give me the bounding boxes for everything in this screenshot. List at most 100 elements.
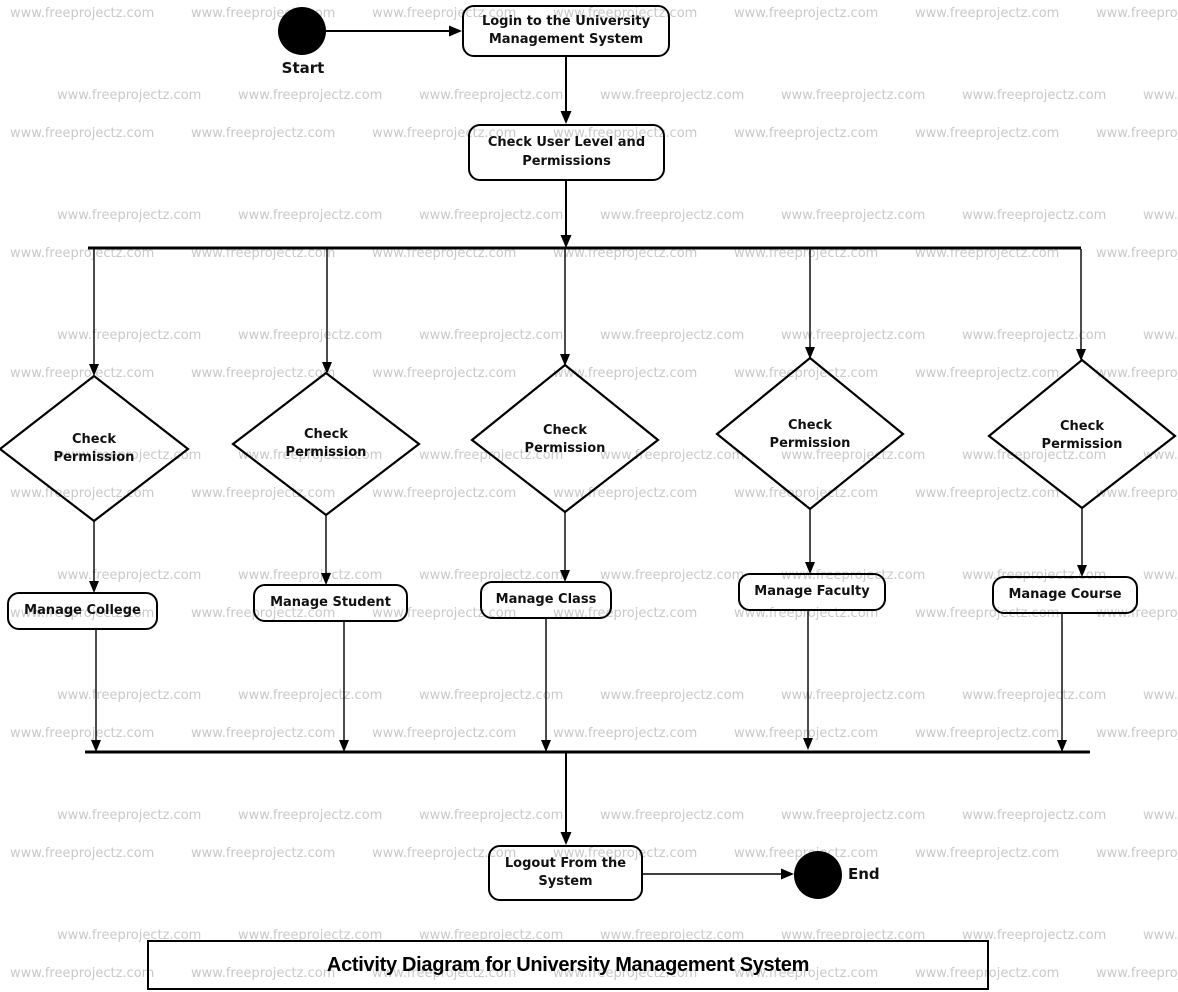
watermark-text: www.freeprojectz.com [419, 928, 564, 943]
watermark-text: www.freeprojectz.com [1096, 126, 1178, 141]
activity-login: Login to the University Management Syste… [462, 5, 670, 57]
watermark-text: www.freeprojectz.com [419, 208, 564, 223]
watermark-text: www.freeprojectz.com [1096, 726, 1178, 741]
watermark-text: www.freeprojectz.com [962, 448, 1107, 463]
watermark-text: www.freeprojectz.com [238, 328, 383, 343]
watermark-text: www.freeprojectz.com [238, 568, 383, 583]
watermark-text: www.freeprojectz.com [238, 808, 383, 823]
watermark-text: www.freeprojectz.com [734, 726, 879, 741]
watermark-text: www.freeprojectz.com [419, 688, 564, 703]
watermark-text: www.freeprojectz.com [372, 246, 517, 261]
watermark-text: www.freeprojectz.com [1096, 6, 1178, 21]
watermark-text: www.freeprojectz.com [57, 448, 202, 463]
activity-manage-faculty-label: Manage Faculty [754, 583, 870, 599]
decision-label-4: Check Permission [769, 418, 851, 451]
watermark-text: www.freeprojectz.com [191, 846, 336, 861]
activity-manage-college: Manage College [7, 592, 158, 630]
watermark-text: www.freeprojectz.com [600, 688, 745, 703]
watermark-text: www.freeprojectz.com [915, 726, 1060, 741]
watermark-text: www.freeprojectz.com [553, 726, 698, 741]
activity-logout: Logout From the System [488, 845, 643, 901]
watermark-text: www.freeprojectz.com [10, 486, 155, 501]
arrowheads [89, 25, 1087, 880]
watermark-text: www.freeprojectz.com [57, 808, 202, 823]
watermark-text: www.freeprojectz.com [734, 6, 879, 21]
watermark-text: www.freeprojectz.com [238, 448, 383, 463]
watermark-text: www.freeprojectz.com [781, 808, 926, 823]
watermark-text: www.freeprojectz.com [419, 568, 564, 583]
activity-check-user-level: Check User Level and Permissions [468, 124, 665, 181]
watermark-text: www.freeprojectz.com [419, 88, 564, 103]
activity-manage-course: Manage Course [992, 576, 1138, 614]
watermark-text: www.freeprojectz.com [915, 846, 1060, 861]
watermark-text: www.freeprojectz.com [372, 966, 517, 981]
decision-label-3: Check Permission [524, 423, 606, 456]
watermark-text: www.freeprojectz.com [10, 726, 155, 741]
watermark-text: www.freeprojectz.com [734, 126, 879, 141]
watermark-text: www.freeprojectz.com [10, 606, 155, 621]
end-node [794, 851, 842, 899]
watermark-text: www.freeprojectz.com [962, 808, 1107, 823]
end-label: End [848, 865, 880, 883]
activity-manage-faculty: Manage Faculty [738, 573, 886, 611]
watermark-text: www.freeprojectz.com [57, 208, 202, 223]
watermark-text: www.freeprojectz.com [57, 928, 202, 943]
watermark-text: www.freeprojectz.com [915, 486, 1060, 501]
watermark-text: www.freeprojectz.com [372, 126, 517, 141]
watermark-text: www.freeprojectz.com [781, 328, 926, 343]
watermark-text: www.freeprojectz.com [781, 928, 926, 943]
watermark-text: www.freeprojectz.com [191, 726, 336, 741]
watermark-text: www.freeprojectz.com [191, 966, 336, 981]
watermark-text: www.freeprojectz.com [1096, 966, 1178, 981]
decision-label-1: Check Permission [53, 432, 135, 465]
watermark-text: www.freeprojectz.com [781, 688, 926, 703]
watermark-text: www.freeprojectz.com [962, 328, 1107, 343]
watermark-text: www.freeprojectz.com [600, 928, 745, 943]
watermark-text: www.freeprojectz.com [734, 966, 879, 981]
watermark-text: www.freeprojectz.com [553, 966, 698, 981]
watermark-text: www.freeprojectz.com [734, 486, 879, 501]
activity-check-user-level-label: Check User Level and Permissions [487, 135, 646, 169]
watermark-text: www.freeprojectz.com [1143, 88, 1178, 103]
watermark-text: www.freeprojectz.com [962, 688, 1107, 703]
watermark-text: www.freeprojectz.com [600, 808, 745, 823]
watermark-text: www.freeprojectz.com [734, 366, 879, 381]
watermark-text: www.freeprojectz.com [1096, 486, 1178, 501]
watermark-text: www.freeprojectz.com [553, 246, 698, 261]
watermark-text: www.freeprojectz.com [10, 966, 155, 981]
watermark-text: www.freeprojectz.com [1143, 808, 1178, 823]
watermark-text: www.freeprojectz.com [191, 246, 336, 261]
watermark-text: www.freeprojectz.com [10, 246, 155, 261]
watermark-text: www.freeprojectz.com [57, 688, 202, 703]
watermark-text: www.freeprojectz.com [1143, 448, 1178, 463]
watermark-text: www.freeprojectz.com [57, 328, 202, 343]
activity-login-label: Login to the University Management Syste… [481, 13, 651, 47]
watermark-text: www.freeprojectz.com [419, 328, 564, 343]
watermark-text: www.freeprojectz.com [915, 126, 1060, 141]
watermark-text: www.freeprojectz.com [1096, 846, 1178, 861]
start-label: Start [281, 59, 325, 77]
watermark-text: www.freeprojectz.com [781, 88, 926, 103]
activity-manage-college-label: Manage College [24, 602, 141, 618]
watermark-text: www.freeprojectz.com [1143, 688, 1178, 703]
watermark-text: www.freeprojectz.com [962, 928, 1107, 943]
watermark-text: www.freeprojectz.com [1143, 568, 1178, 583]
watermark-text: www.freeprojectz.com [191, 126, 336, 141]
diagram-title: Activity Diagram for University Manageme… [326, 953, 810, 976]
watermark-text: www.freeprojectz.com [372, 486, 517, 501]
watermark-text: www.freeprojectz.com [238, 208, 383, 223]
watermark-text: www.freeprojectz.com [191, 486, 336, 501]
watermark-text: www.freeprojectz.com [419, 808, 564, 823]
watermark-text: www.freeprojectz.com [962, 208, 1107, 223]
watermark-text: www.freeprojectz.com [57, 568, 202, 583]
watermark-text: www.freeprojectz.com [781, 448, 926, 463]
watermark-text: www.freeprojectz.com [1096, 606, 1178, 621]
watermark-text: www.freeprojectz.com [238, 928, 383, 943]
watermark-text: www.freeprojectz.com [600, 328, 745, 343]
watermark-text: www.freeprojectz.com [238, 88, 383, 103]
watermark-text: www.freeprojectz.com [915, 366, 1060, 381]
watermark-text: www.freeprojectz.com [372, 726, 517, 741]
decision-label-2: Check Permission [285, 427, 367, 460]
